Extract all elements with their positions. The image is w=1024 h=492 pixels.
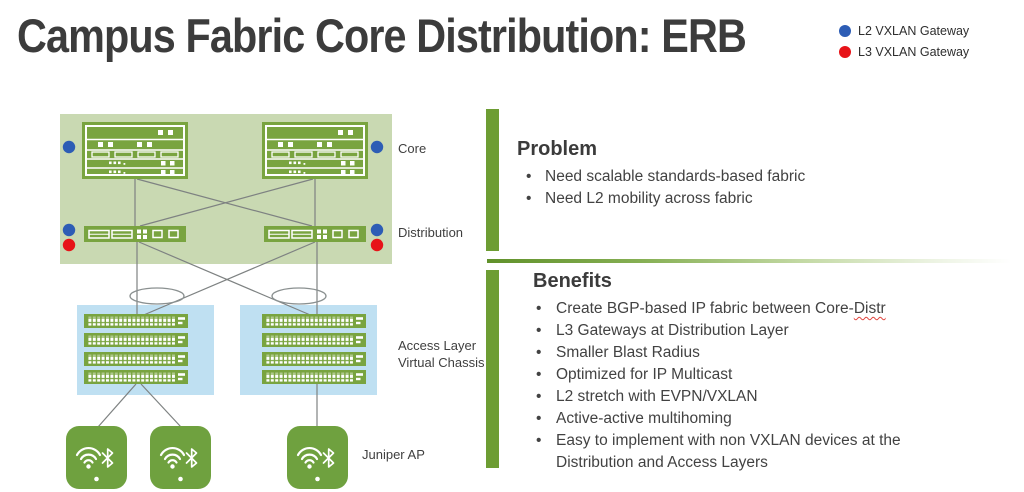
core-layer-label: Core: [398, 141, 427, 156]
legend: L2 VXLAN Gateway L3 VXLAN Gateway: [839, 20, 969, 62]
benefits-item: Create BGP-based IP fabric between Core-…: [533, 298, 993, 320]
problem-list: Need scalable standards-based fabric Nee…: [517, 166, 987, 210]
benefits-item: Active-active multihoming: [533, 408, 993, 430]
benefits-item-easy-line1: Easy to implement with non VXLAN devices…: [556, 432, 901, 449]
l2-gateway-dot-icon: [839, 24, 851, 37]
l2-gateway-marker-dist-left: [62, 223, 76, 237]
network-diagram: Core Distribution Access Layer Virtual C…: [0, 0, 490, 492]
benefits-item: Optimized for IP Multicast: [533, 364, 993, 386]
legend-item-l2: L2 VXLAN Gateway: [839, 20, 969, 41]
core-switch-left-icon: [81, 121, 189, 180]
legend-item-l3: L3 VXLAN Gateway: [839, 41, 969, 62]
access-layer-label: Access Layer Virtual Chassis: [398, 337, 484, 371]
problem-item: Need L2 mobility across fabric: [517, 188, 987, 210]
fabric-links: [97, 178, 318, 428]
benefits-item-create-prefix: Create BGP-based IP fabric between Core-: [556, 300, 854, 317]
l3-gateway-marker-dist-right: [370, 238, 384, 252]
legend-label-l3: L3 VXLAN Gateway: [858, 44, 970, 59]
l3-gateway-dot-icon: [839, 45, 851, 58]
benefits-item: L2 stretch with EVPN/VXLAN: [533, 386, 993, 408]
juniper-ap-icon-3: [285, 424, 350, 491]
benefits-item: Easy to implement with non VXLAN devices…: [533, 430, 993, 474]
section-divider: [487, 259, 1011, 263]
l2-gateway-marker-core-right: [370, 140, 384, 154]
l3-gateway-marker-dist-left: [62, 238, 76, 252]
problem-heading: Problem: [517, 138, 598, 160]
juniper-ap-icon-1: [64, 424, 129, 491]
problem-section: Problem Need scalable standards-based fa…: [517, 138, 987, 210]
access-layer-label-line2: Virtual Chassis: [398, 355, 485, 370]
juniper-ap-label: Juniper AP: [362, 447, 425, 462]
benefits-item: L3 Gateways at Distribution Layer: [533, 320, 993, 342]
juniper-ap-icon-2: [148, 424, 213, 491]
gateway-markers: [62, 140, 384, 252]
benefits-item: Smaller Blast Radius: [533, 342, 993, 364]
distribution-switch-left-icon: [83, 225, 187, 243]
core-switch-right-icon: [261, 121, 369, 180]
benefits-item-easy-line2: Distribution and Access Layers: [556, 454, 768, 471]
benefits-heading: Benefits: [533, 270, 612, 292]
legend-label-l2: L2 VXLAN Gateway: [858, 23, 970, 38]
l2-gateway-marker-dist-right: [370, 223, 384, 237]
network-diagram-svg: [60, 114, 392, 491]
page-title: Campus Fabric Core Distribution: ERB: [17, 9, 747, 62]
benefits-item-create-wavy-word: Distr: [853, 300, 886, 317]
distribution-switch-right-icon: [263, 225, 367, 243]
benefits-list: Create BGP-based IP fabric between Core-…: [533, 298, 993, 474]
l2-gateway-marker-core-left: [62, 140, 76, 154]
benefits-accent-bar: [486, 270, 499, 468]
problem-item: Need scalable standards-based fabric: [517, 166, 987, 188]
virtual-chassis-ring-left: [129, 287, 185, 305]
virtual-chassis-ring-right: [271, 287, 327, 305]
access-layer-label-line1: Access Layer: [398, 338, 477, 353]
distribution-layer-label: Distribution: [398, 225, 464, 240]
problem-accent-bar: [486, 109, 499, 251]
benefits-section: Benefits Create BGP-based IP fabric betw…: [533, 270, 993, 474]
